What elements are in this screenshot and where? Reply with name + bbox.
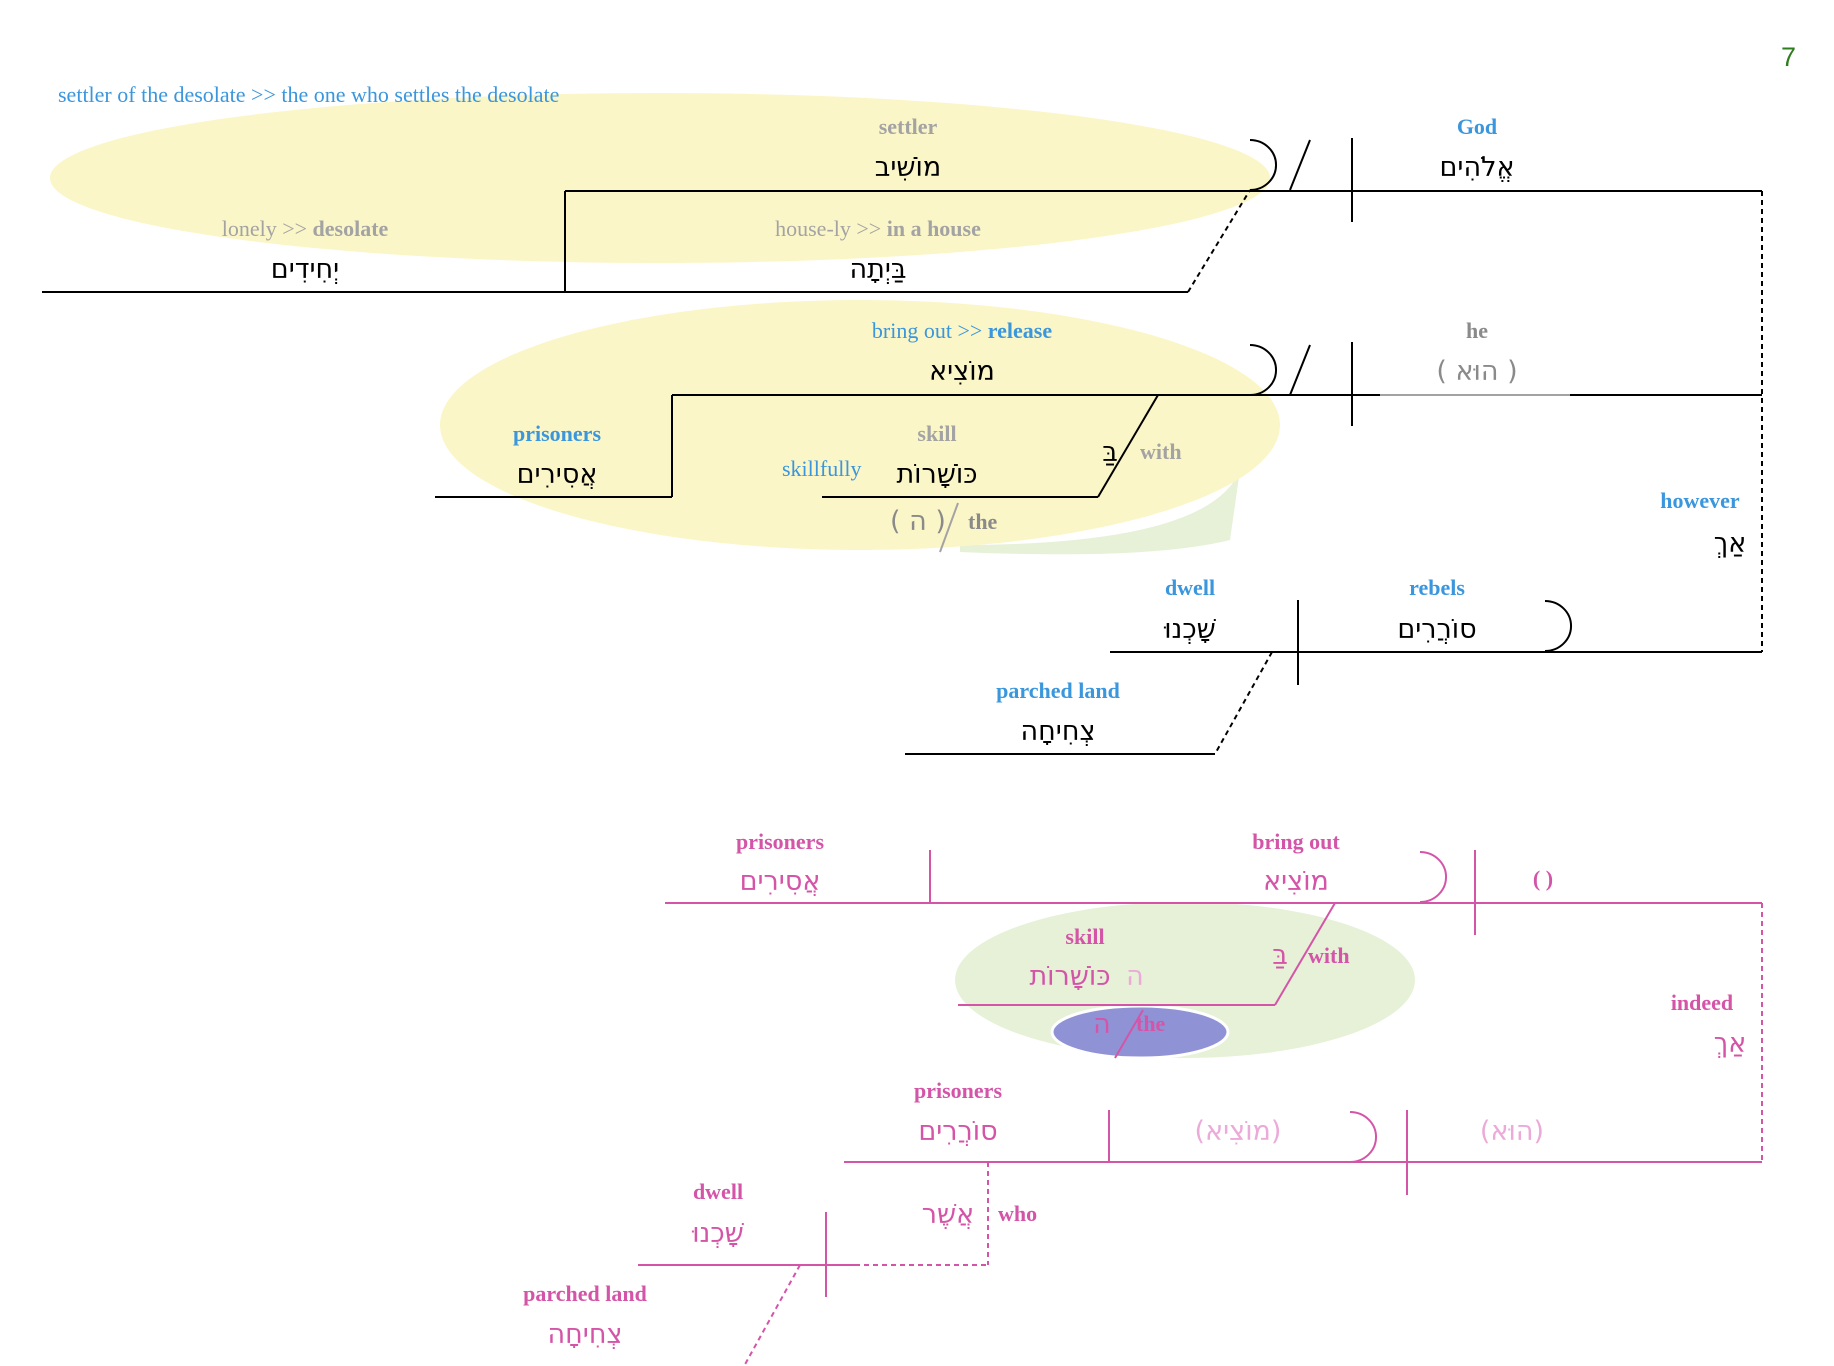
gloss-skillfully: skillfully (782, 456, 861, 481)
hebrew-who: אֲשֶׁר (922, 1199, 974, 1230)
translation-note: settler of the desolate >> the one who s… (58, 82, 559, 107)
gloss-the-bottom: the (1136, 1011, 1166, 1036)
hebrew-prisoners: אֲסִירִים (517, 459, 598, 490)
gloss-indeed: indeed (1671, 990, 1733, 1015)
hebrew-settler: מוֹשִׁיב (875, 152, 941, 183)
gloss-who: who (998, 1201, 1037, 1226)
hebrew-implied-subject: (הוּא) (1480, 1116, 1544, 1147)
gloss-in-a-house: house-ly >> in a house (775, 216, 981, 241)
gloss-with-bottom: with (1308, 943, 1350, 968)
gloss-parched-land: parched land (996, 678, 1120, 703)
hebrew-he: ( הוּא ) (1436, 356, 1517, 387)
hebrew-parched-land-bottom: צְחִיחָה (548, 1319, 623, 1350)
hebrew-indeed: אַךְ (1714, 1028, 1747, 1059)
hebrew-rebels: סוֹרֲרִים (1397, 614, 1476, 645)
hebrew-with: בַּ (1102, 437, 1118, 468)
gloss-bring-out: bring out (1252, 829, 1340, 854)
hebrew-article-faded: ה (1126, 961, 1144, 992)
gloss-however: however (1660, 488, 1740, 513)
gloss-skill: skill (917, 421, 956, 446)
hebrew-the: ( ה ) (890, 506, 946, 537)
hebrew-the-bottom: ה (1093, 1009, 1111, 1040)
hebrew-with-bottom: בַּ (1272, 940, 1288, 971)
gloss-parched-land-bottom: parched land (523, 1281, 647, 1306)
hebrew-parched-land: צְחִיחָה (1021, 716, 1096, 747)
gloss-dwell: dwell (1165, 575, 1215, 600)
gloss-he: he (1466, 318, 1488, 343)
gloss-with: with (1140, 439, 1182, 464)
hebrew-release: מוֹצִיא (929, 356, 995, 387)
hebrew-implied-verb: (מוֹצִיא) (1195, 1116, 1282, 1147)
hebrew-however: אַךְ (1714, 528, 1747, 559)
gloss-skill-bottom: skill (1065, 924, 1104, 949)
hebrew-dwell: שָׁכְנוּ (1163, 614, 1216, 645)
gloss-release: bring out >> release (872, 318, 1052, 343)
gloss-settler: settler (879, 114, 938, 139)
hebrew-skill: כּוֹשָׁרוֹת (896, 459, 977, 490)
gloss-the: the (968, 509, 998, 534)
empty-subject: ( ) (1533, 866, 1553, 891)
gloss-dwell-bottom: dwell (693, 1179, 743, 1204)
gloss-prisoners-bottom: prisoners (736, 829, 824, 854)
hebrew-prisoners-bottom: אֲסִירִים (740, 866, 821, 897)
highlight-bubble-settler (50, 93, 1270, 263)
hebrew-prisoners2-bottom: סוֹרֲרִים (918, 1116, 997, 1147)
top-diagram-lines (42, 138, 1763, 755)
page-number: 7 (1781, 42, 1796, 72)
hebrew-dwell-bottom: שָׁכְנוּ (691, 1218, 744, 1249)
hebrew-god: אֱלֹהִים (1440, 152, 1515, 183)
highlight-bubble-green-shadow (960, 470, 1240, 555)
gloss-desolate: lonely >> desolate (222, 216, 389, 241)
bottom-diagram-lines (638, 850, 1763, 1366)
gloss-rebels: rebels (1409, 575, 1465, 600)
hebrew-skill-bottom: כּוֹשָׁרוֹת (1029, 961, 1110, 992)
highlight-bubble-release (440, 300, 1280, 550)
gloss-god: God (1457, 114, 1497, 139)
gloss-prisoners: prisoners (513, 421, 601, 446)
hebrew-desolate: יְחִידִים (271, 254, 339, 285)
hebrew-bring-out: מוֹצִיא (1263, 866, 1329, 897)
hebrew-in-a-house: בַּיְתָה (849, 254, 906, 285)
gloss-prisoners2-bottom: prisoners (914, 1078, 1002, 1103)
article-slash-top (939, 502, 959, 553)
